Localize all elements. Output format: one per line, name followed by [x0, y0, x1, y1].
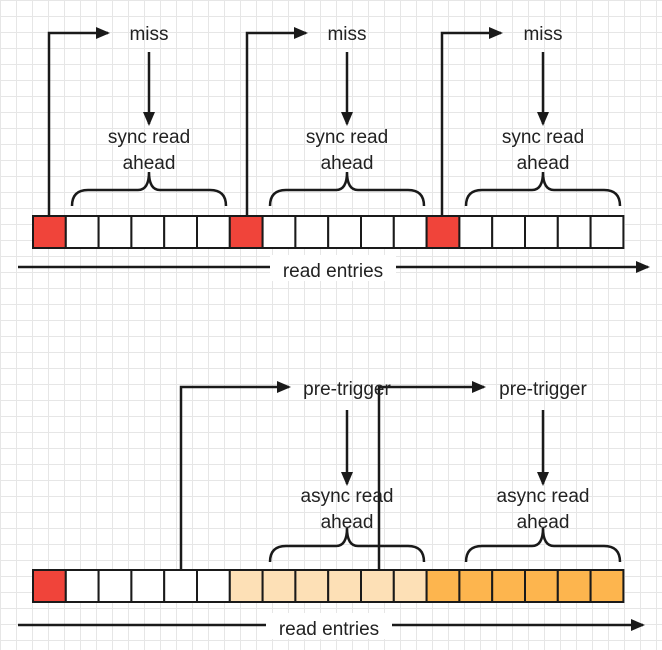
sync-label-1-line2: ahead	[123, 153, 176, 174]
top-cell-5-empty	[163, 215, 198, 249]
async-label-1-line1: async read	[301, 486, 394, 507]
top-cell-17-empty	[556, 215, 592, 249]
sync-label-2-line2: ahead	[321, 153, 374, 174]
top-cell-14-empty	[458, 215, 494, 249]
bottom-cell-7-light	[228, 569, 264, 603]
sync-readahead-diagram: miss miss miss sync read ahead sync read…	[18, 24, 650, 282]
top-cell-6-empty	[196, 215, 231, 249]
bottom-cell-16-dark	[524, 569, 559, 603]
bottom-cell-2-empty	[64, 569, 100, 603]
bottom-cell-13-dark	[425, 569, 461, 603]
miss-arrow-3	[440, 27, 503, 216]
top-cell-3-empty	[97, 215, 133, 249]
brace-5	[464, 527, 622, 563]
top-cell-strip	[32, 215, 625, 249]
top-cell-12-empty	[392, 215, 428, 249]
bottom-cell-3-empty	[97, 569, 133, 603]
top-cell-1-miss	[32, 215, 67, 249]
sync-label-2-line1: sync read	[306, 127, 388, 148]
async-label-2-line1: async read	[497, 486, 590, 507]
bottom-cell-17-dark	[556, 569, 592, 603]
bottom-cell-10-light	[327, 569, 363, 603]
miss-arrow-2	[245, 27, 308, 216]
top-cell-15-empty	[491, 215, 527, 249]
top-cell-8-empty	[261, 215, 297, 249]
sync-label-3-line2: ahead	[517, 153, 570, 174]
bottom-cell-4-empty	[130, 569, 166, 603]
top-cell-18-empty	[589, 215, 625, 249]
brace-2	[268, 171, 426, 207]
top-cell-11-empty	[360, 215, 395, 249]
miss-label-2: miss	[327, 24, 366, 45]
async-label-2-line2: ahead	[517, 512, 570, 533]
brace-1	[70, 171, 228, 207]
pre-trigger-arrow-2	[377, 381, 486, 570]
top-cell-10-empty	[327, 215, 363, 249]
sync-label-3-line1: sync read	[502, 127, 584, 148]
read-entries-label-top: read entries	[283, 261, 383, 282]
top-cell-2-empty	[64, 215, 100, 249]
async-label-1-line2: ahead	[321, 512, 374, 533]
brace-3	[464, 171, 622, 207]
top-cell-16-empty	[524, 215, 559, 249]
bottom-cell-18-dark	[589, 569, 625, 603]
bottom-cell-strip	[32, 569, 625, 603]
miss-label-1: miss	[129, 24, 168, 45]
bottom-cell-9-light	[294, 569, 330, 603]
miss-label-3: miss	[523, 24, 562, 45]
miss-arrow-1	[47, 27, 110, 216]
bottom-cell-15-dark	[491, 569, 527, 603]
top-cell-13-miss	[425, 215, 461, 249]
bottom-cell-12-light	[392, 569, 428, 603]
pre-trigger-label-2: pre-trigger	[499, 379, 587, 400]
read-entries-label-bottom: read entries	[279, 619, 379, 640]
brace-4	[268, 527, 426, 563]
bottom-cell-11-light	[360, 569, 395, 603]
bottom-cell-5-empty	[163, 569, 198, 603]
axis-label-bg-top	[270, 255, 396, 281]
bottom-cell-14-dark	[458, 569, 494, 603]
top-cell-7-miss	[228, 215, 264, 249]
bottom-cell-6-empty	[196, 569, 231, 603]
pre-trigger-arrow-1	[179, 381, 291, 570]
pre-trigger-label-1: pre-trigger	[303, 379, 391, 400]
async-readahead-diagram: pre-trigger pre-trigger async read ahead…	[18, 379, 645, 640]
bottom-cell-1-miss	[32, 569, 67, 603]
bottom-cell-8-light	[261, 569, 297, 603]
top-cell-9-empty	[294, 215, 330, 249]
top-cell-4-empty	[130, 215, 166, 249]
axis-label-bg-bottom	[266, 613, 392, 639]
sync-label-1-line1: sync read	[108, 127, 190, 148]
